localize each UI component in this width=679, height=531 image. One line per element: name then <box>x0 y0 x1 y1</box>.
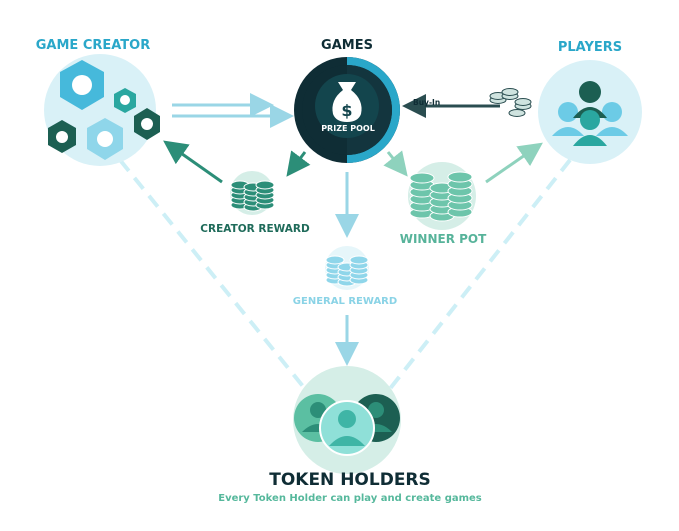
svg-text:$: $ <box>341 101 352 120</box>
arrow-winner-pot-to-players <box>485 142 543 184</box>
players-label: PLAYERS <box>557 40 623 55</box>
general-reward-label: GENERAL REWARD <box>292 296 398 307</box>
prize-pool-label: PRIZE POOL <box>321 124 375 133</box>
game-creator-icon <box>44 54 160 166</box>
players-icon <box>538 60 642 164</box>
dashed-link-players <box>383 158 572 397</box>
creator-reward-coins-icon <box>230 171 275 215</box>
game-creator-label: GAME CREATOR <box>35 38 151 53</box>
arrow-reward-to-creator <box>163 140 223 184</box>
games-label: GAMES <box>321 38 373 53</box>
token-holders-subtitle: Every Token Holder can play and create g… <box>218 493 482 504</box>
buy-in-coins-icon <box>489 88 532 117</box>
token-holders-icon <box>293 366 401 474</box>
creator-reward-label: CREATOR REWARD <box>200 223 310 235</box>
games-prize-pool-icon: $ <box>294 57 400 163</box>
dashed-link-creator <box>118 158 312 397</box>
winner-pot-label: WINNER POT <box>399 232 487 246</box>
arrow-games-to-creator-reward <box>286 150 311 177</box>
general-reward-coins-icon <box>325 246 369 290</box>
token-holders-label: TOKEN HOLDERS <box>269 470 431 490</box>
buy-in-label: Buy-In <box>413 98 441 107</box>
arrow-games-to-winner-pot <box>383 150 408 177</box>
winner-pot-coins-icon <box>408 162 476 230</box>
